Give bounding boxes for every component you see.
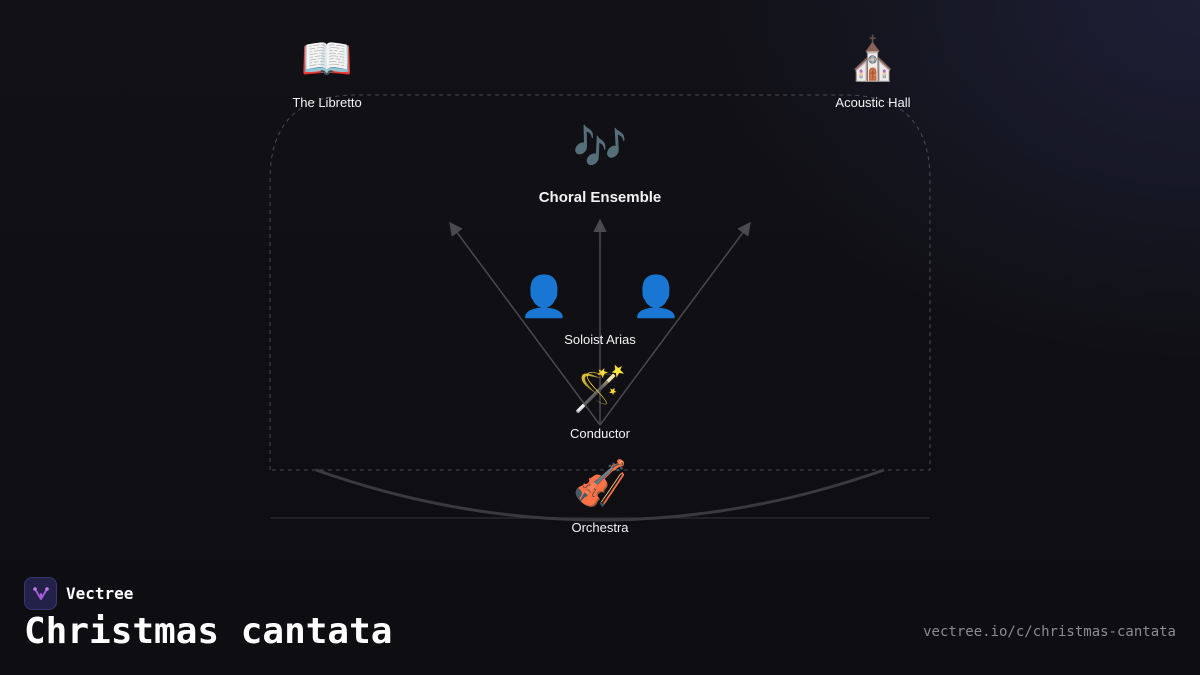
vectree-logo-icon (24, 577, 57, 610)
libretto-label: The Libretto (292, 95, 362, 110)
node-soloist-arias: Soloist Arias (564, 332, 636, 347)
node-libretto: 📖 The Libretto (292, 34, 362, 111)
dashed-frame (269, 94, 931, 471)
magic-wand-icon: 🪄 (572, 364, 628, 415)
node-soloist-right: 👤 (631, 277, 681, 317)
choral-ensemble-label: Choral Ensemble (538, 189, 662, 206)
node-conductor: 🪄 Conductor (570, 364, 630, 442)
orchestra-label: Orchestra (571, 520, 629, 535)
orchestra-arc (315, 468, 885, 522)
soloist-arias-label: Soloist Arias (564, 332, 636, 347)
arrow-to-right (599, 221, 751, 426)
page-title: Christmas cantata (24, 611, 393, 652)
node-orchestra: 🎻 Orchestra (571, 458, 629, 536)
node-choral-ensemble: 🎶 Choral Ensemble (538, 122, 662, 207)
arrow-to-left (449, 221, 601, 426)
violin-icon: 🎻 (572, 458, 628, 509)
node-soloist-left: 👤 (519, 277, 569, 317)
person-silhouette-icon: 👤 (519, 274, 569, 320)
person-silhouette-icon: 👤 (631, 274, 681, 320)
open-book-icon: 📖 (300, 34, 354, 83)
church-icon: ⛪ (846, 34, 900, 83)
acoustic-hall-label: Acoustic Hall (835, 95, 911, 110)
brand-name: Vectree (66, 584, 134, 603)
page-url: vectree.io/c/christmas-cantata (923, 624, 1176, 640)
conductor-label: Conductor (570, 426, 630, 441)
music-notes-icon: 🎶 (572, 122, 628, 173)
node-acoustic-hall: ⛪ Acoustic Hall (835, 34, 911, 111)
brand: Vectree (24, 577, 133, 610)
